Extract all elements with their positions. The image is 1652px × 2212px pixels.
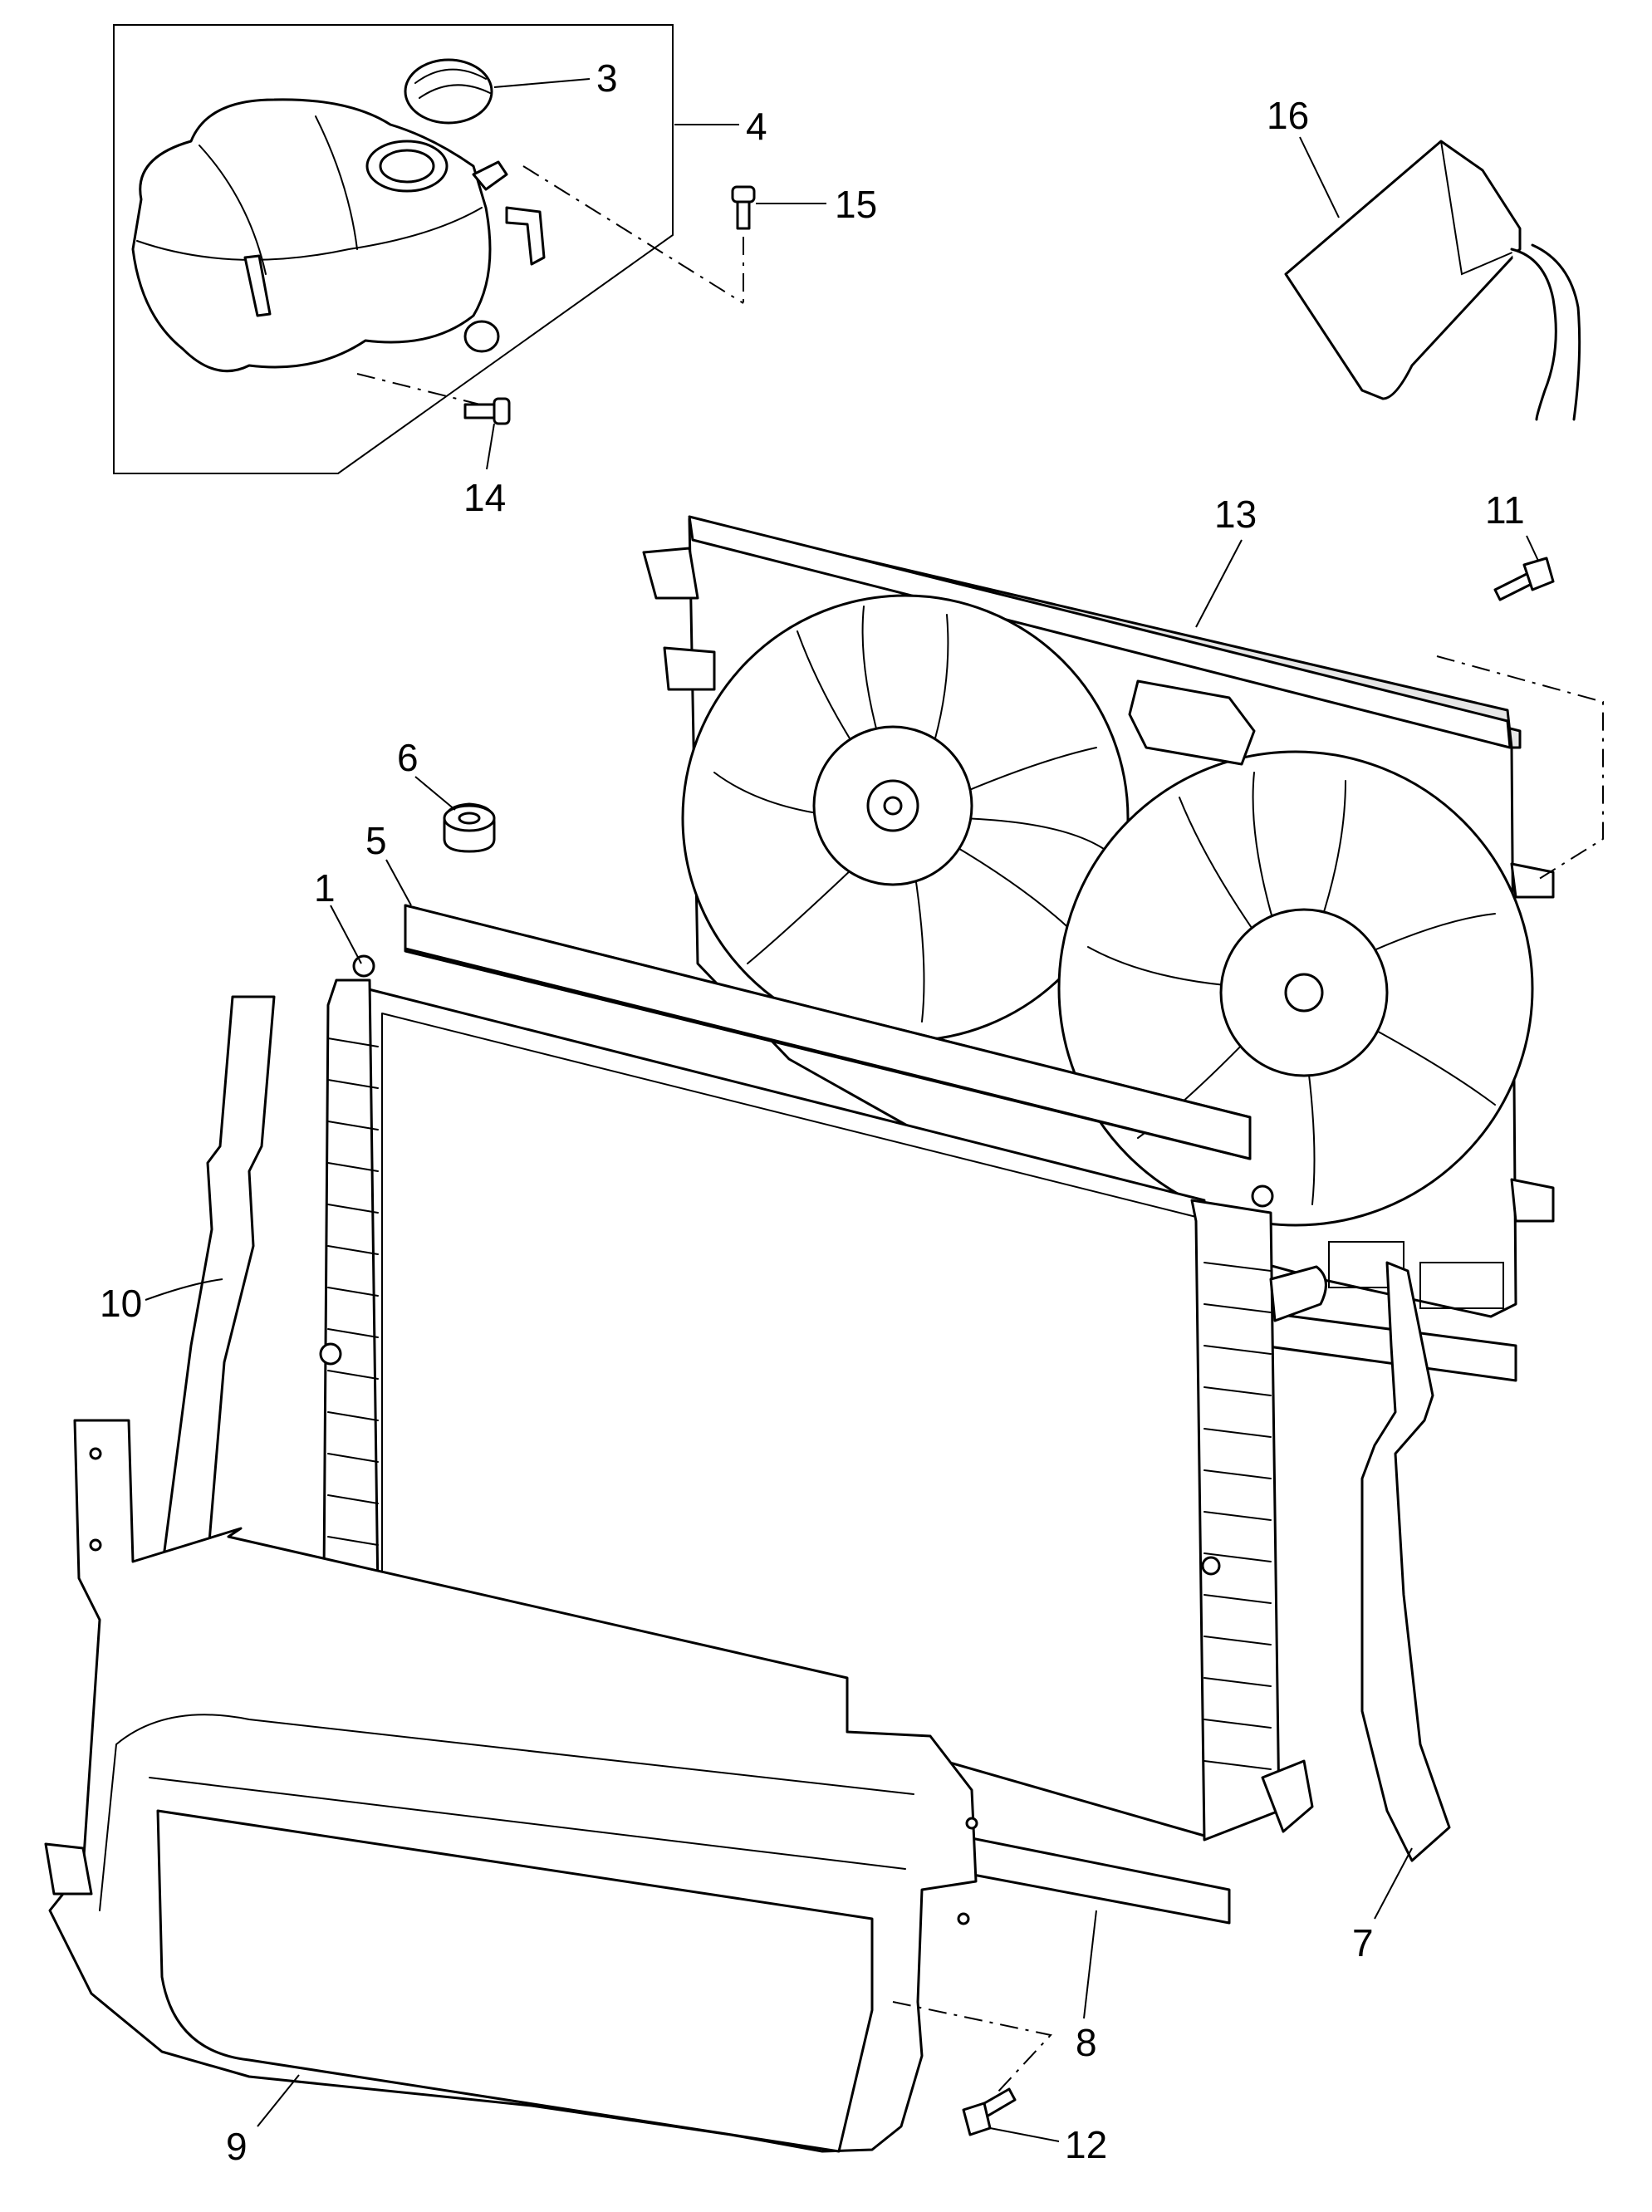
tank-lower-dash — [356, 373, 491, 408]
leader-8 — [1083, 1910, 1097, 2019]
air-deflector-left-tab — [44, 1842, 93, 1896]
callout-15: 15 — [835, 183, 877, 226]
air-deflector-mouth — [156, 1809, 874, 2153]
fan-motor-bracket — [1128, 679, 1256, 766]
tank-fixing-dash — [522, 165, 744, 304]
leader-13 — [1195, 539, 1243, 628]
control-module — [1284, 140, 1522, 400]
control-module-group — [1284, 140, 1581, 421]
cowl-left-mount — [642, 547, 699, 600]
radiator-right-pin — [1251, 1184, 1274, 1208]
deflector-hole-4 — [957, 1912, 970, 1925]
leader-9 — [257, 2074, 300, 2127]
cowl-right-mount-lower — [1510, 1178, 1555, 1223]
right-side-seal — [1360, 1261, 1451, 1862]
fan-1-hub-core — [883, 796, 903, 816]
leader-10 — [145, 1278, 223, 1301]
bolt-12 — [962, 2087, 1017, 2136]
callout-13: 13 — [1214, 493, 1257, 536]
grommet-6 — [443, 802, 496, 853]
radiator-left-fins — [327, 1037, 379, 1546]
leader-lines — [145, 78, 1539, 2142]
bolt-11 — [1436, 557, 1604, 881]
callout-5: 5 — [365, 819, 387, 862]
fan-2-hub-center — [1284, 973, 1324, 1013]
radiator-right-tank — [1190, 1199, 1281, 1842]
radiator-core-edge — [381, 1013, 1197, 1579]
filler-cap-grip — [414, 68, 491, 99]
callout-labels: 1 3 4 5 6 7 8 9 10 11 12 13 14 15 16 — [100, 56, 1525, 2168]
expansion-tank-ridge — [199, 115, 358, 275]
air-deflector-group — [44, 1419, 1052, 2153]
grommet-6-hole — [458, 812, 481, 825]
tank-outlet-side — [243, 254, 272, 317]
leader-5 — [385, 859, 412, 906]
callout-9: 9 — [226, 2125, 248, 2168]
leader-16 — [1299, 136, 1340, 218]
expansion-tank-seam — [136, 207, 483, 261]
callout-3: 3 — [596, 56, 618, 100]
leader-3 — [493, 78, 591, 88]
upper-seal-strip-face — [404, 904, 1252, 1160]
leader-14 — [486, 423, 495, 470]
bolt-15-head — [731, 185, 756, 204]
callout-10: 10 — [100, 1282, 142, 1325]
radiator-right-fins — [1203, 1262, 1272, 1770]
cowl-right-mount-upper — [1510, 862, 1555, 899]
expansion-tank-frame — [113, 24, 674, 474]
tank-bracket — [505, 206, 546, 266]
deflector-hole-2 — [89, 1538, 102, 1552]
leader-12 — [989, 2127, 1060, 2142]
bolt-15 — [731, 185, 756, 303]
filler-neck-inner — [379, 149, 435, 184]
leader-1 — [330, 905, 362, 964]
deflector-hole-3 — [965, 1817, 978, 1830]
cowl-vent-4 — [1419, 1262, 1504, 1309]
bolt-14-head — [493, 397, 511, 425]
bolt-15-body — [736, 200, 751, 230]
callout-16: 16 — [1267, 94, 1309, 137]
tank-outlet-lower — [463, 320, 500, 353]
radiator-right-bleed — [1201, 1556, 1221, 1576]
callout-12: 12 — [1065, 2123, 1107, 2166]
cowl-left-mount-lower — [663, 646, 716, 691]
bolt-11-dash — [1436, 655, 1604, 881]
deflector-hole-1 — [89, 1447, 102, 1460]
bolt-11-head — [1522, 557, 1555, 591]
deflector-fixing-dash — [892, 2001, 1052, 2094]
radiator-inlet — [1269, 1265, 1327, 1322]
cowl-vent-3 — [1328, 1241, 1404, 1288]
callout-6: 6 — [397, 736, 419, 779]
radiator-left-pin — [352, 954, 375, 978]
callout-4: 4 — [746, 105, 767, 148]
leader-11 — [1526, 535, 1539, 562]
callout-14: 14 — [463, 476, 506, 519]
expansion-tank — [131, 98, 492, 373]
bolt-14 — [463, 397, 511, 425]
air-deflector-contour — [99, 1714, 914, 1911]
radiator-outlet — [1261, 1759, 1314, 1833]
leader-7 — [1374, 1847, 1413, 1920]
callout-7: 7 — [1352, 1921, 1374, 1964]
tank-outlet-upper — [472, 160, 508, 191]
bolt-14-body — [463, 403, 498, 419]
module-harness — [1510, 243, 1581, 421]
leader-6 — [414, 776, 456, 811]
bolt-12-head — [962, 2102, 992, 2136]
radiator-left-drain — [319, 1342, 342, 1366]
fan-cowl-top-rail — [688, 515, 1512, 749]
left-side-seal — [160, 995, 276, 1572]
callout-11: 11 — [1485, 488, 1525, 532]
callout-1: 1 — [314, 866, 336, 910]
control-module-edge — [1440, 140, 1521, 276]
expansion-tank-group — [113, 24, 744, 474]
callout-8: 8 — [1076, 2021, 1097, 2064]
